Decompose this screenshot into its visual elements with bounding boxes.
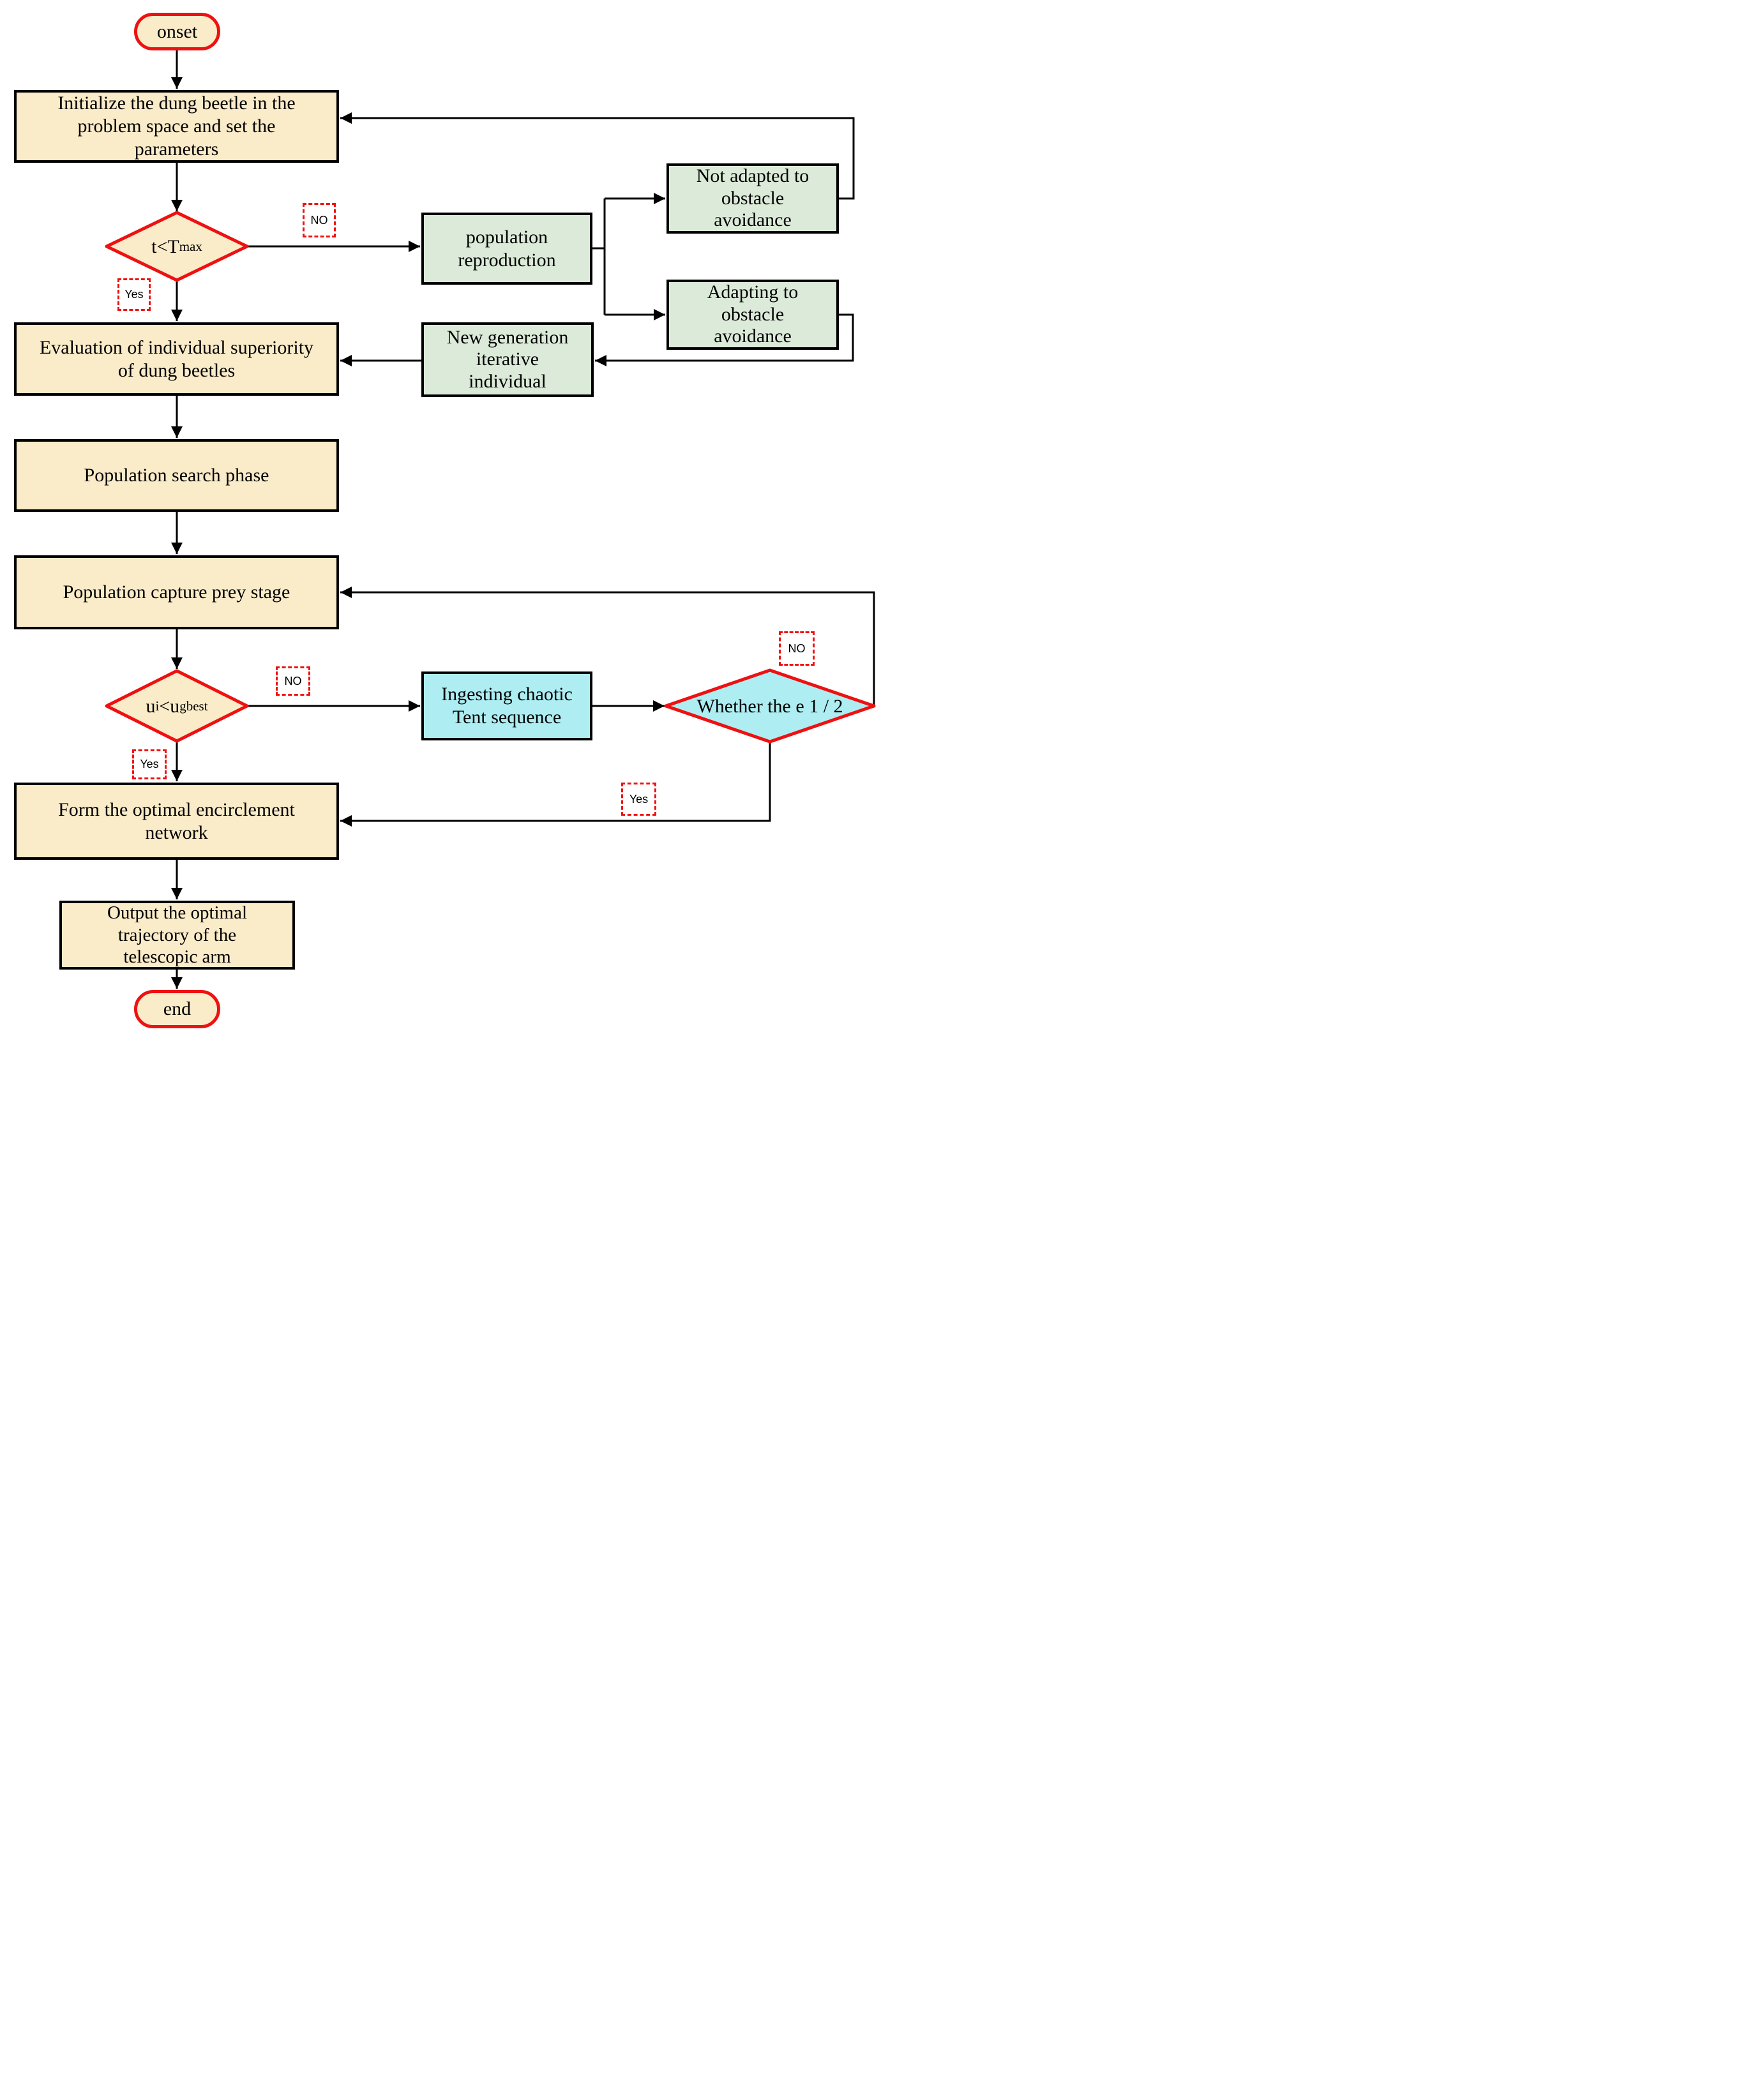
u-yes-label: Yes	[132, 749, 167, 779]
ingesting-box: Ingesting chaotic Tent sequence	[421, 671, 592, 740]
flowchart: onset end Initialize the dung beetle in …	[0, 0, 881, 1050]
decision-whether-label: Whether the e 1 / 2	[697, 695, 843, 717]
decision-tmax-shape	[105, 211, 249, 282]
initialize-box: Initialize the dung beetle in the proble…	[14, 90, 339, 163]
onset-terminal: onset	[134, 13, 220, 50]
whether-no-label: NO	[779, 631, 815, 666]
end-terminal: end	[134, 990, 220, 1028]
tmax-text: t<T	[151, 236, 179, 257]
edge-whether-yes-form	[340, 742, 771, 827]
adapting-box: Adapting to obstacle avoidance	[666, 280, 839, 350]
tmax-yes-label: Yes	[117, 278, 151, 311]
population-search-box: Population search phase	[14, 439, 339, 512]
decision-u-shape	[105, 669, 249, 743]
edge-adapting-newgeneration	[595, 313, 854, 366]
evaluation-box: Evaluation of individual superiority of …	[14, 322, 339, 396]
tmax-no-label: NO	[303, 203, 336, 237]
new-generation-box: New generation iterative individual	[421, 322, 594, 397]
not-adapted-box: Not adapted to obstacle avoidance	[666, 163, 839, 234]
population-capture-box: Population capture prey stage	[14, 555, 339, 629]
connector-layer	[105, 50, 876, 989]
u-no-label: NO	[276, 666, 310, 696]
edge-notadapted-initialize	[340, 112, 855, 200]
whether-yes-label: Yes	[621, 783, 656, 816]
form-network-box: Form the optimal encirclement network	[14, 783, 339, 860]
decision-whether-shape	[664, 668, 876, 744]
output-trajectory-box: Output the optimal trajectory of the tel…	[59, 901, 295, 970]
edge-whether-no-capture	[340, 587, 875, 706]
population-reproduction-box: population reproduction	[421, 213, 592, 285]
